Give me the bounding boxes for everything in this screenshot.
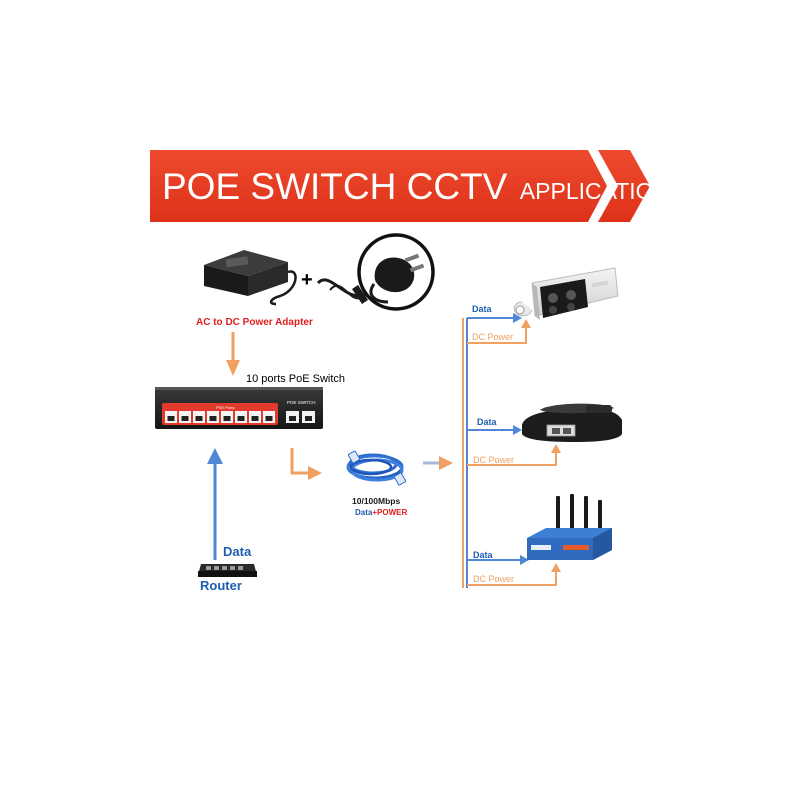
cable-type-label: Data+POWER [355,508,407,517]
branch-data-label: Data [477,417,498,427]
poe-port-socket [195,416,203,421]
wifi-access-point-icon [527,494,612,560]
banner-title: POE SWITCH CCTV APPLICATION [162,166,670,207]
arrow-cable-to-devices [423,456,453,470]
poe-port-socket [181,416,189,421]
router-label: Router [200,578,242,593]
cable-data-label: Data [355,508,373,517]
adapter-label: AC to DC Power Adapter [196,317,313,328]
cable-sep: + [372,508,377,517]
cable-speed-label: 10/100Mbps [352,496,400,506]
cable-power-label: POWER [377,508,407,517]
power-line [467,571,557,586]
poe-port-socket [167,416,175,421]
poe-port-socket [223,416,231,421]
branch-power-label: DC Power [473,455,514,465]
switch-ports [165,411,275,423]
camera-icon [513,267,619,320]
poe-port-socket [237,416,245,421]
plus-sign: + [301,269,313,291]
ip-phone-icon [522,403,622,442]
power-line [467,452,557,466]
ethernet-cable-icon [346,450,407,486]
poe-port-socket [251,416,259,421]
title-banner: POE SWITCH CCTV APPLICATION [150,150,670,222]
switch-brand-label: POE SWITCH [287,400,316,405]
poe-port-socket [265,416,273,421]
branch-power-label: DC Power [473,574,514,584]
branch-phone: Data DC Power [467,403,622,466]
power-line [467,326,527,344]
poe-port-socket [209,416,217,421]
branch-access-point: Data DC Power [467,494,612,586]
branch-data-label: Data [472,304,493,314]
branch-power-label: DC Power [472,332,513,342]
power-plug-icon [357,233,435,311]
power-adapter-icon [204,250,297,306]
branch-data-label: Data [473,550,494,560]
switch-panel-label: PSE Ports [216,405,234,410]
banner-title-suffix: APPLICATION [520,178,670,204]
power-arrow-switch-to-cable [290,448,322,480]
branch-camera: Data DC Power [467,267,619,344]
router-icon [198,564,257,577]
power-arrow-adapter-to-switch [226,332,240,376]
data-arrow-router-to-switch [207,448,223,560]
branch-trunk [462,318,468,588]
poe-switch-icon: PSE Ports POE SWITCH [155,387,323,429]
banner-title-main: POE SWITCH CCTV [162,166,508,207]
router-data-label: Data [223,544,252,559]
switch-label: 10 ports PoE Switch [246,373,345,385]
power-cord-icon [316,278,368,304]
